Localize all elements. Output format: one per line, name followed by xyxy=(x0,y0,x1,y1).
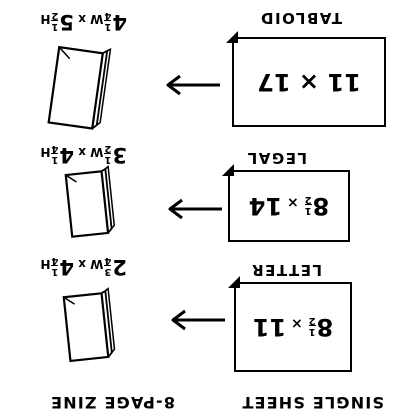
tabloid-sheet-dimensions: 11 × 17 xyxy=(257,68,361,96)
tabloid-sheet-fold-icon xyxy=(226,31,238,43)
letter-zine-booklet-icon xyxy=(62,287,116,363)
tabloid-label: TABLOID xyxy=(259,9,342,27)
tabloid-zine-booklet-icon xyxy=(47,45,112,130)
tabloid-arrow-icon xyxy=(166,74,220,96)
letter-sheet-fold-icon xyxy=(228,276,240,288)
legal-arrow-icon xyxy=(168,198,222,220)
legal-sheet-fold-icon xyxy=(222,164,234,176)
legal-label: LEGAL xyxy=(246,149,307,167)
letter-label: LETTER xyxy=(250,261,322,279)
letter-arrow-icon xyxy=(171,309,225,331)
tabloid-sheet: 11 × 17 xyxy=(232,37,386,127)
legal-zine-booklet-icon xyxy=(64,165,116,238)
zine-header: 8-PAGE ZINE xyxy=(49,393,175,412)
single-sheet-header: SINGLE SHEET xyxy=(241,393,384,412)
